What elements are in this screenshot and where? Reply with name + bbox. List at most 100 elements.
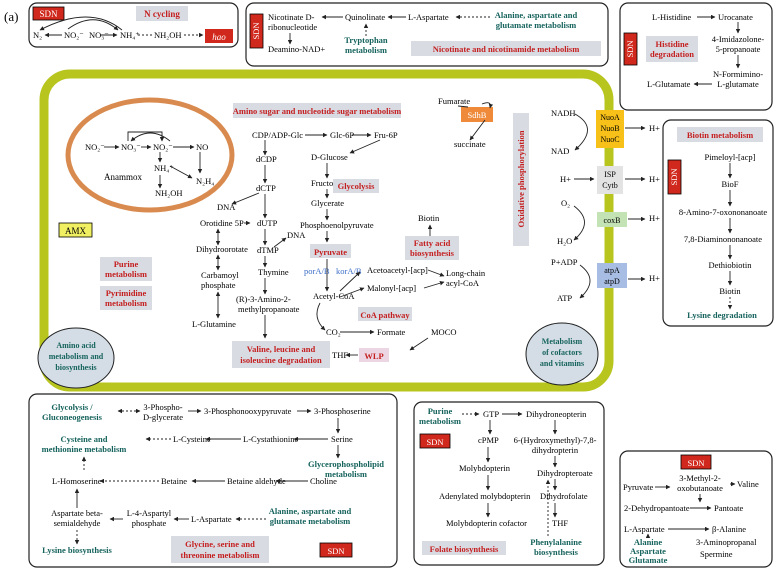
hao-box [205, 29, 233, 43]
sdn-tag-ncycling [32, 6, 65, 21]
thf-folate: THF [552, 518, 568, 528]
sdn-tag-valine [680, 454, 712, 470]
panel-label: (a) [4, 9, 18, 24]
molybdopterin: Molybdopterin [459, 463, 511, 473]
dna-1: DNA [217, 202, 236, 212]
histidine-title-2: degradation [650, 49, 694, 59]
h-plus-1: H+ [649, 123, 660, 133]
h-plus-3: H+ [649, 213, 660, 223]
dutp: dUTP [257, 218, 278, 228]
ala-asp-glu-2: glutamate metabolism [270, 516, 351, 526]
l-cysteine: L-Cysteine [173, 434, 211, 444]
tryptophan-title-2: metabolism [345, 45, 387, 55]
h-plus-in: H+ [560, 174, 571, 184]
lysine-biosynthesis: Lysine biosynthesis [42, 545, 112, 555]
betaine-aldehyde: Betaine aldehyde [227, 476, 286, 486]
sdn-tag-nicotinate-text: SDN [251, 22, 261, 39]
gtp: GTP [483, 409, 499, 419]
sdn-tag-histidine [623, 32, 638, 66]
anammox-no: NO [196, 142, 208, 152]
ala-valine-1: Alanine [634, 537, 663, 547]
orotidine-5p: Orotidine 5P [200, 218, 244, 228]
ala-valine-2: Aspartate [630, 546, 666, 556]
biotin-title-box [677, 127, 763, 142]
ala-asp-title-1: Alanine, aspartate and [495, 10, 578, 20]
phenylalanine-2: biosynthesis [534, 547, 579, 557]
glycine-panel [28, 393, 398, 568]
dehydropantoate: 2-Dehydropantoate [624, 503, 690, 513]
glycine-title-1: Glycine, serine and [185, 539, 255, 549]
dihydroorotate: Dihydroorotate [196, 244, 248, 254]
dna-2: DNA [287, 230, 306, 240]
fru-6p: Fru-6P [374, 130, 398, 140]
spermine: Spermine [700, 549, 733, 559]
valine: Valine [737, 479, 759, 489]
co2: CO₂ [326, 327, 341, 337]
diaminononanoate: 7,8-Diaminononanoate [684, 234, 762, 244]
purine-box [100, 257, 152, 281]
glycine-title-box [171, 536, 269, 563]
dtmp: dTMP [257, 245, 279, 255]
dctp: dCTP [256, 183, 276, 193]
coa-pathway-box [358, 307, 412, 321]
valine-leucine-label-1: Valine, leucine and [247, 344, 316, 354]
malonyl-acp: Malonyl-[acp] [367, 283, 416, 293]
amino-acid-ellipse-2: metabolism and [49, 352, 104, 361]
pyrimidine-label-1: Pyrimidine [106, 288, 147, 298]
nicotinate-title-box [411, 41, 601, 56]
cdp-adp-glc: CDP/ADP-Glc [252, 130, 303, 140]
ala-valine-3: Glutamate [629, 555, 668, 565]
sdn-tag-ncycling-text: SDN [39, 9, 58, 19]
cofactors-ellipse [525, 322, 599, 386]
anammox-nh2oh: NH₂OH [155, 188, 183, 198]
glc-6p: Glc-6P [330, 130, 354, 140]
n-cycling-title-box [136, 6, 188, 21]
urocanate-label: Urocanate [718, 12, 753, 22]
folate-title: Folate biosynthesis [430, 544, 499, 554]
purine-folate-1: Purine [428, 406, 453, 416]
h-plus-2: H+ [649, 174, 660, 184]
fructose: Fructose [311, 178, 341, 188]
phosphoenolpyruvate: Phosphoenolpyruvate [300, 220, 374, 230]
glycerophospholipid-1: Glycerophospholipid [308, 459, 384, 469]
amx-tag-text: AMX [65, 226, 87, 236]
dihydropteroate: Dihydropteroate [537, 468, 593, 478]
anammox-nh4: NH₄⁺ [154, 163, 174, 173]
pantoate: Pantoate [714, 503, 743, 513]
anammox-label: Anammox [104, 172, 142, 182]
n-cycling-title: N cycling [144, 9, 180, 19]
cell-membrane [39, 69, 614, 392]
histidine-panel [619, 2, 773, 111]
nuo-complex [596, 110, 624, 148]
cofactors-ellipse-3: and vitamins [540, 359, 584, 368]
pora-b: porA/B [304, 266, 330, 276]
nadh: NADH [551, 108, 576, 118]
valine-leucine-label-2: isoleucine degradation [240, 355, 322, 365]
glycine-title-2: threonine metabolism [181, 550, 260, 560]
ala-asp-title-2: glutamate metabolism [496, 20, 577, 30]
hydroxymethyl-2: dihydropterin [532, 445, 579, 455]
nuob: NuoB [600, 124, 619, 133]
l-histidine-label: L-Histidine [652, 12, 691, 22]
choline: Choline [310, 476, 337, 486]
coa-pathway-label: CoA pathway [360, 310, 410, 320]
anammox-n2h4: N₂H₄ [196, 176, 214, 186]
ribonucleotide-label: ribonucleotide [268, 22, 317, 32]
amx-tag [58, 222, 93, 238]
isp: ISP [604, 170, 616, 179]
l-cystathionine: L-Cystathionine [243, 434, 298, 444]
amino-oxononanoate: 8-Amino-7-oxononanoate [679, 207, 768, 217]
coxb-complex [597, 212, 627, 227]
l-aspartate-val: L-Aspartate [624, 524, 665, 534]
nformimino-label-1: N-Formimino- [713, 69, 763, 79]
anammox-ring [65, 97, 235, 213]
purine-folate-2: metabolism [419, 416, 461, 426]
nicotinate-d-label: Nicotinate D- [268, 12, 315, 22]
methyl-oxobutanoate-2: oxobutanoate [677, 483, 723, 493]
quinolinate-label: Quinolinate [345, 12, 385, 22]
succinate: succinate [454, 139, 486, 149]
p-adp: P+ADP [551, 257, 578, 267]
coxb: coxB [604, 216, 621, 225]
valine-panel [619, 450, 773, 568]
formate: Formate [377, 327, 406, 337]
